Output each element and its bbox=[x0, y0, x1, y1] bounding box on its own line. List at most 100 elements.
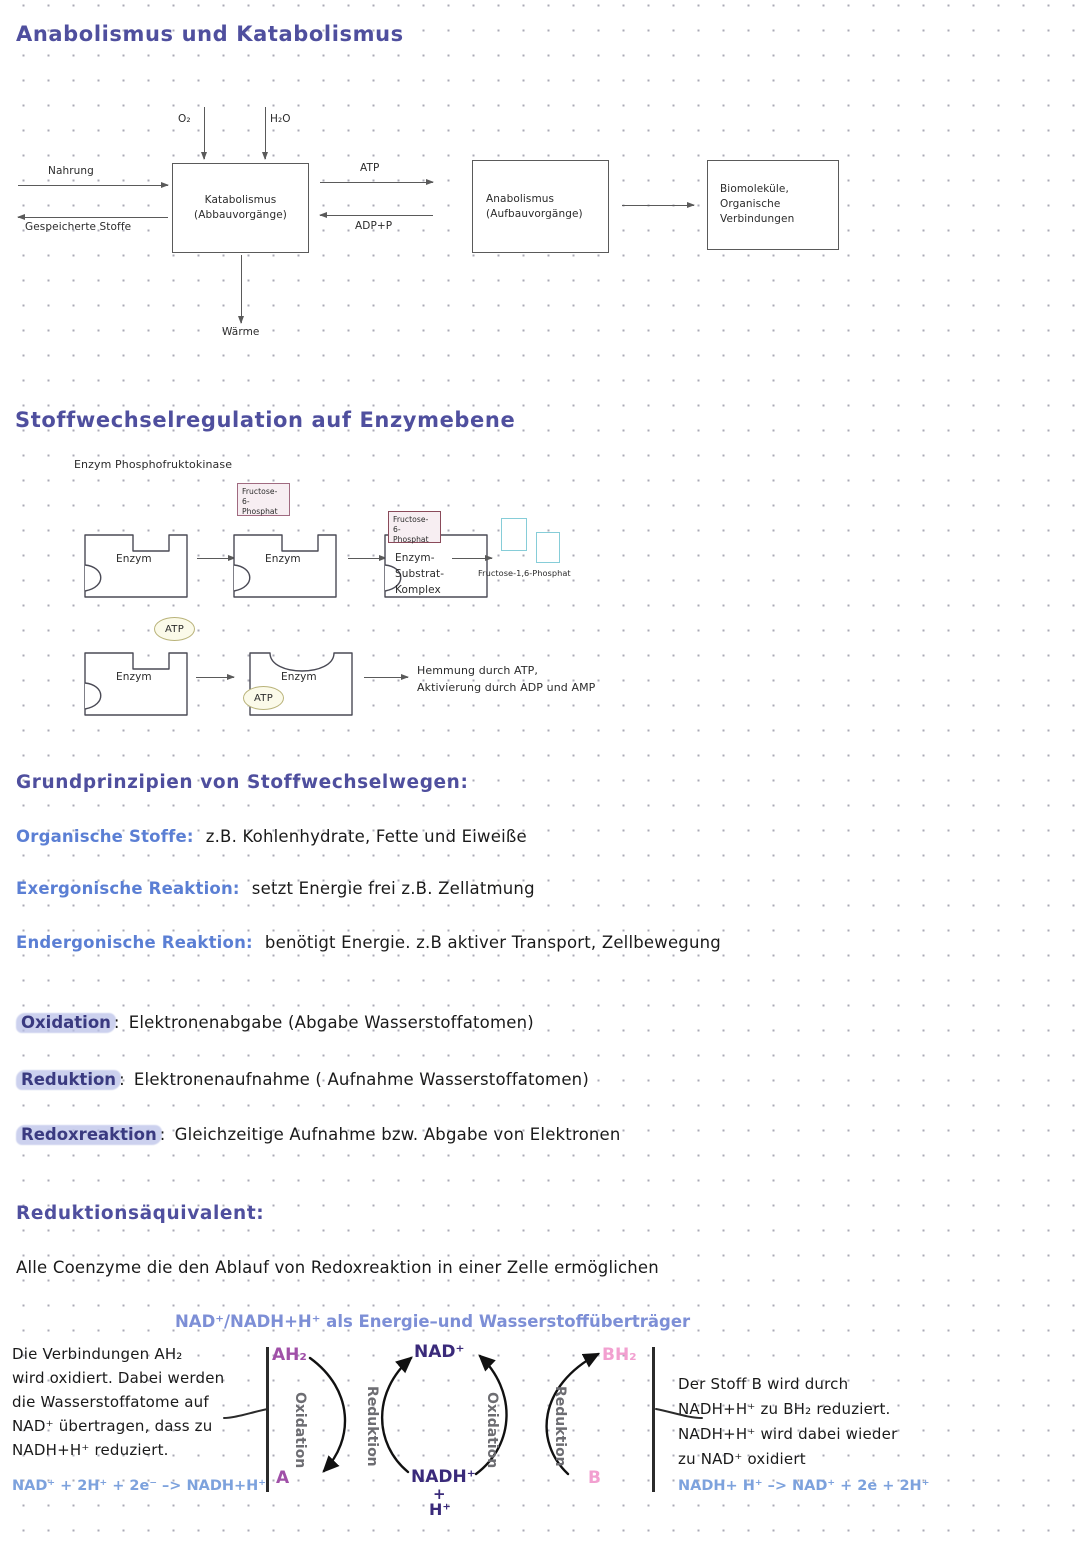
label-h2o: H₂O bbox=[270, 113, 291, 125]
complex-label-line2: Substrat- bbox=[395, 568, 445, 580]
subheading-enzym-phosphofruktokinase: Enzym Phosphofruktokinase bbox=[74, 458, 233, 471]
left-text-line-4: NAD⁺ übertragen, dass zu bbox=[12, 1417, 213, 1435]
box-katabolismus: Katabolismus (Abbauvorgänge) bbox=[172, 163, 309, 253]
left-text-line-3: die Wasserstoffatome auf bbox=[12, 1393, 209, 1411]
left-text-line-5: NADH+H⁺ reduziert. bbox=[12, 1441, 169, 1459]
text-reduktion: Elektronenaufnahme ( Aufnahme Wasserstof… bbox=[133, 1070, 589, 1089]
entry-endergonische-reaktion: Endergonische Reaktion: benötigt Energie… bbox=[16, 933, 721, 952]
enzyme-shape-row2-1 bbox=[84, 652, 188, 716]
cycle-label-b: B bbox=[588, 1468, 601, 1488]
enzyme-label-row2-1: Enzym bbox=[116, 671, 152, 683]
enzyme-shape-row2-2 bbox=[249, 652, 353, 716]
right-explanation-block: Der Stoff B wird durch NADH+H⁺ zu BH₂ re… bbox=[678, 1372, 1038, 1472]
arrow-gespeicherte-stoffe bbox=[17, 213, 168, 220]
enzyme-label-row2-2: Enzym bbox=[281, 671, 317, 683]
right-text-line-2: NADH+H⁺ zu BH₂ reduziert. bbox=[678, 1400, 891, 1418]
box-biomolekuele-line1: Biomoleküle, bbox=[720, 183, 789, 196]
cycle-label-nad: NAD⁺ bbox=[414, 1342, 465, 1362]
term-oxidation-highlight: Oxidation bbox=[18, 1012, 114, 1033]
enzyme-shape-2 bbox=[233, 534, 337, 598]
text-oxidation: Elektronenabgabe (Abgabe Wasserstoffatom… bbox=[128, 1013, 534, 1032]
enzyme-substrate-complex-shape bbox=[384, 534, 488, 598]
substrate-label-line2: Phosphat bbox=[242, 506, 278, 516]
text-redoxreaktion: Gleichzeitige Aufnahme bzw. Abgabe von E… bbox=[174, 1125, 621, 1144]
substrate-label-line1: Fructose-6- bbox=[242, 487, 278, 506]
term-endergonische-reaktion: Endergonische Reaktion: bbox=[16, 933, 253, 952]
right-text-line-1: Der Stoff B wird durch bbox=[678, 1375, 849, 1393]
atp-pill-bound: ATP bbox=[243, 686, 284, 710]
text-organische-stoffe: z.B. Kohlenhydrate, Fette und Eiweiße bbox=[205, 827, 527, 846]
right-equation: NADH+ H⁺ –> NAD⁺ + 2e + 2H⁺ bbox=[678, 1478, 930, 1494]
substrate-box-fructose-6-phosphat-1: Fructose-6- Phosphat bbox=[237, 483, 290, 516]
right-text-line-4: zu NAD⁺ oxidiert bbox=[678, 1450, 806, 1468]
section-heading-reduktionsaequivalent: Reduktionsäquivalent: bbox=[16, 1203, 265, 1224]
arrow-adp-p bbox=[319, 211, 433, 218]
entry-redoxreaktion: Redoxreaktion: Gleichzeitige Aufnahme bz… bbox=[18, 1124, 621, 1145]
enzyme-shape-1 bbox=[84, 534, 188, 598]
left-text-line-1: Die Verbindungen AH₂ bbox=[12, 1345, 183, 1363]
atp-pill-free: ATP bbox=[154, 617, 195, 641]
arrow-o2 bbox=[200, 107, 207, 160]
product-box-2 bbox=[536, 532, 560, 563]
arrow-complex-to-product bbox=[452, 554, 493, 561]
left-connector-curve bbox=[223, 1408, 269, 1419]
product-box-1 bbox=[501, 518, 527, 551]
cycle-arc-label-reduktion-2: Reduktion bbox=[552, 1386, 568, 1467]
left-equation: NAD⁺ + 2H⁺ + 2e⁻ –> NADH+H⁺ bbox=[12, 1478, 266, 1494]
enzyme-label-1: Enzym bbox=[116, 553, 152, 565]
label-nahrung: Nahrung bbox=[48, 165, 94, 177]
box-anabolismus-line1: Anabolismus bbox=[486, 192, 555, 205]
entry-reduktion: Reduktion: Elektronenaufnahme ( Aufnahme… bbox=[18, 1069, 589, 1090]
label-o2: O₂ bbox=[178, 113, 191, 125]
result-line1: Hemmung durch ATP, bbox=[417, 664, 538, 677]
left-text-line-2: wird oxidiert. Dabei werden bbox=[12, 1369, 225, 1387]
term-oxidation-sep: : bbox=[113, 1013, 120, 1032]
arrow-anabolismus-to-biomolekuele bbox=[622, 201, 695, 208]
entry-oxidation: Oxidation: Elektronenabgabe (Abgabe Wass… bbox=[18, 1012, 534, 1033]
cycle-label-bh2: BH₂ bbox=[602, 1345, 637, 1365]
label-gespeicherte-stoffe: Gespeicherte Stoffe bbox=[25, 221, 132, 233]
product-label-fructose-1-6-phosphat: Fructose-1,6-Phosphat bbox=[478, 568, 571, 578]
entry-exergonische-reaktion: Exergonische Reaktion: setzt Energie fre… bbox=[16, 879, 535, 898]
text-endergonische-reaktion: benötigt Energie. z.B aktiver Transport,… bbox=[264, 933, 721, 952]
left-bracket-line bbox=[266, 1347, 269, 1492]
arrow-nahrung bbox=[18, 181, 169, 188]
box-biomolekuele-line2: Organische bbox=[720, 198, 781, 211]
text-reduktionsaequivalent: Alle Coenzyme die den Ablauf von Redoxre… bbox=[16, 1258, 659, 1277]
arrow-enzyme-1-2 bbox=[197, 554, 236, 561]
box-katabolismus-line2: (Abbauvorgänge) bbox=[194, 209, 287, 221]
diagram-nad-cycle: AH₂ A NAD⁺ NADH⁺ + H⁺ BH₂ B bbox=[268, 1340, 658, 1519]
result-line2: Aktivierung durch ADP und AMP bbox=[417, 681, 596, 694]
box-anabolismus: Anabolismus (Aufbauvorgänge) bbox=[472, 160, 609, 253]
arrow-h2o bbox=[261, 107, 268, 160]
cycle-label-a: A bbox=[276, 1468, 290, 1488]
term-redoxreaktion-highlight: Redoxreaktion bbox=[18, 1124, 160, 1145]
cycle-label-nadh-line3: H⁺ bbox=[429, 1500, 451, 1519]
arrow-waerme bbox=[237, 255, 244, 324]
section-heading-stoffwechselregulation: Stoffwechselregulation auf Enzymebene bbox=[15, 408, 516, 432]
term-reduktion-sep: : bbox=[119, 1070, 125, 1089]
cycle-label-nadh-line1: NADH⁺ bbox=[411, 1467, 476, 1487]
substrate2-label-line1: Fructose-6- bbox=[393, 515, 429, 534]
substrate-box-fructose-6-phosphat-2: Fructose-6- Phosphat bbox=[388, 511, 441, 544]
enzyme-label-2: Enzym bbox=[265, 553, 301, 565]
cycle-label-ah2: AH₂ bbox=[272, 1345, 307, 1365]
box-biomolekuele: Biomoleküle, Organische Verbindungen bbox=[707, 160, 839, 250]
cycle-arcs bbox=[308, 1352, 601, 1476]
left-explanation-block: Die Verbindungen AH₂ wird oxidiert. Dabe… bbox=[12, 1342, 262, 1462]
substrate2-label-line2: Phosphat bbox=[393, 534, 429, 544]
label-adp-p: ADP+P bbox=[355, 220, 393, 232]
text-exergonische-reaktion: setzt Energie frei z.B. Zellatmung bbox=[251, 879, 535, 898]
right-connector-curve bbox=[655, 1408, 703, 1419]
arrow-atp bbox=[320, 178, 434, 185]
section-heading-anabolismus: Anabolismus und Katabolismus bbox=[16, 22, 404, 46]
term-redoxreaktion-sep: : bbox=[159, 1125, 166, 1144]
arrow-enzyme-2-3 bbox=[348, 554, 387, 561]
diagram-anabolismus-katabolismus: O₂ H₂O Katabolismus (Abbauvorgänge) Nahr… bbox=[0, 95, 900, 365]
section-heading-grundprinzipien: Grundprinzipien von Stoffwechselwegen: bbox=[16, 772, 469, 793]
atp-pill-bound-label: ATP bbox=[253, 693, 274, 704]
entry-organische-stoffe: Organische Stoffe: z.B. Kohlenhydrate, F… bbox=[16, 827, 527, 846]
term-reduktion-highlight: Reduktion bbox=[18, 1069, 119, 1090]
